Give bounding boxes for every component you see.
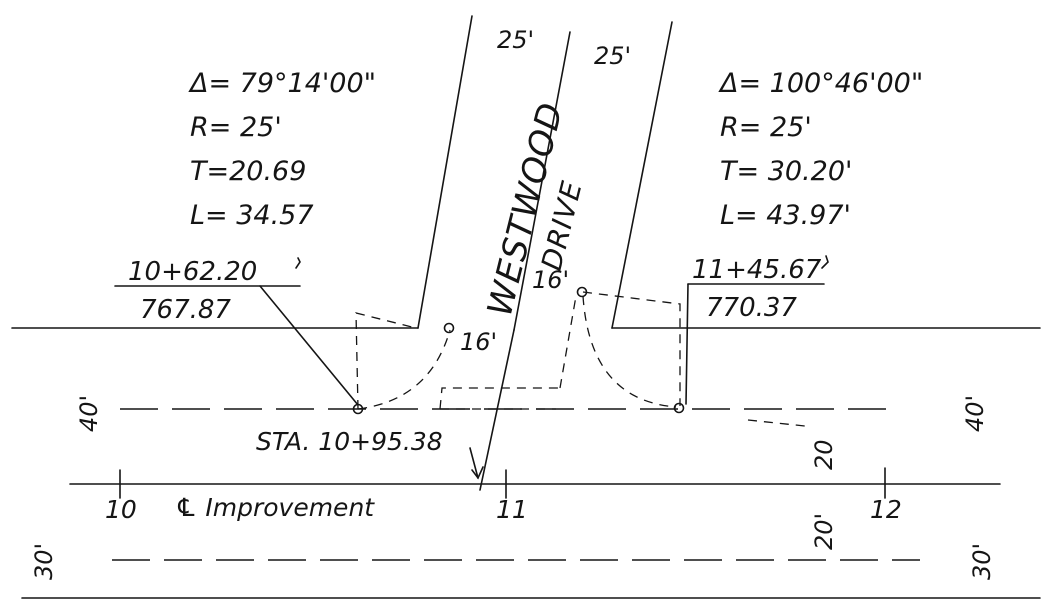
right-check-mark <box>821 255 829 269</box>
station-arrow-shaft <box>469 447 479 479</box>
station-intersection-label: STA. 10+95.38 <box>256 427 443 456</box>
road-width-left: 25' <box>497 26 534 54</box>
road-edge-left <box>417 15 473 329</box>
dim-30-right: 30' <box>968 543 996 580</box>
left-curve-length: L= 34.57 <box>190 200 314 231</box>
station-label-10: 10 <box>105 495 137 524</box>
road-center-lower <box>479 329 515 491</box>
road-width-right: 25' <box>594 42 631 70</box>
road-center-upper <box>513 31 571 331</box>
left-station-value: 10+62.20 <box>128 257 257 287</box>
right-elevation-value: 770.37 <box>706 293 797 323</box>
right-curve-radius: R= 25' <box>720 112 812 143</box>
left-elevation-value: 767.87 <box>140 295 231 325</box>
station-arrow-head <box>471 466 484 480</box>
left-return-tangent <box>355 312 417 410</box>
station-label-12: 12 <box>870 495 902 524</box>
intersection-box-north <box>439 387 560 410</box>
dim-20-upper: 20 <box>810 439 838 470</box>
dim-20-leader <box>747 419 806 427</box>
right-pt-point <box>673 402 685 414</box>
right-leader-line <box>685 283 689 405</box>
right-curve-tangent: T= 30.20' <box>720 156 852 187</box>
left-check-mark <box>295 257 301 269</box>
dim-40-left: 40' <box>75 395 103 432</box>
right-return-arc <box>582 295 677 408</box>
right-station-value: 11+45.67 <box>692 255 822 285</box>
left-return-offset: 16' <box>460 328 497 356</box>
intersection-box-east <box>559 295 577 389</box>
left-return-arc <box>357 329 451 410</box>
left-leader-line <box>259 285 359 406</box>
dim-40-right: 40' <box>961 395 989 432</box>
right-pc-point <box>576 286 588 298</box>
right-return-tangent <box>582 291 681 406</box>
centerline-improvement-label: ℄ Improvement <box>175 493 375 522</box>
right-curve-length: L= 43.97' <box>720 200 851 231</box>
right-curve-delta: Δ= 100°46'00" <box>718 68 923 99</box>
dim-20-lower: 20' <box>810 513 838 550</box>
right-return-offset: 16' <box>532 266 569 294</box>
left-curve-delta: Δ= 79°14'00" <box>188 68 376 99</box>
left-curve-radius: R= 25' <box>190 112 282 143</box>
dim-30-left: 30' <box>30 543 58 580</box>
left-pc-point <box>443 322 455 334</box>
left-curve-tangent: T=20.69 <box>190 156 306 187</box>
station-label-11: 11 <box>496 495 528 524</box>
road-edge-right <box>611 21 673 329</box>
